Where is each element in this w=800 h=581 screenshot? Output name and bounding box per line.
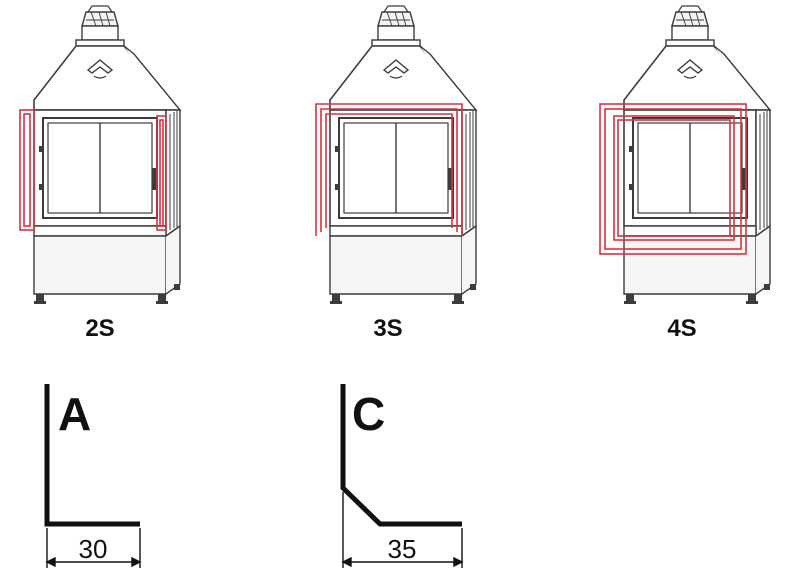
frame-highlight-4S (599, 103, 747, 255)
fireplace-2S: 2S (19, 5, 181, 342)
fireplace-3S: 3S (315, 5, 477, 342)
profile-A-shape (44, 384, 140, 527)
profile-C-letter: C (352, 388, 385, 440)
frame-highlight-2S (19, 109, 167, 231)
fireplace-label-3S: 3S (373, 315, 402, 342)
profile-A: A 30 (44, 384, 142, 568)
fireplace-4S: 4S (599, 5, 771, 342)
profile-C-dimension: 35 (388, 534, 417, 564)
frame-highlight-3S (315, 103, 463, 236)
dimension-line-C (341, 492, 464, 568)
profile-A-letter: A (58, 388, 91, 440)
fireplace-label-2S: 2S (85, 315, 114, 342)
profile-C-shape (340, 384, 462, 527)
profile-C: C 35 (340, 384, 464, 568)
profile-A-dimension: 30 (79, 534, 108, 564)
fireplace-label-4S: 4S (667, 315, 696, 342)
dimension-line-A (45, 528, 142, 568)
